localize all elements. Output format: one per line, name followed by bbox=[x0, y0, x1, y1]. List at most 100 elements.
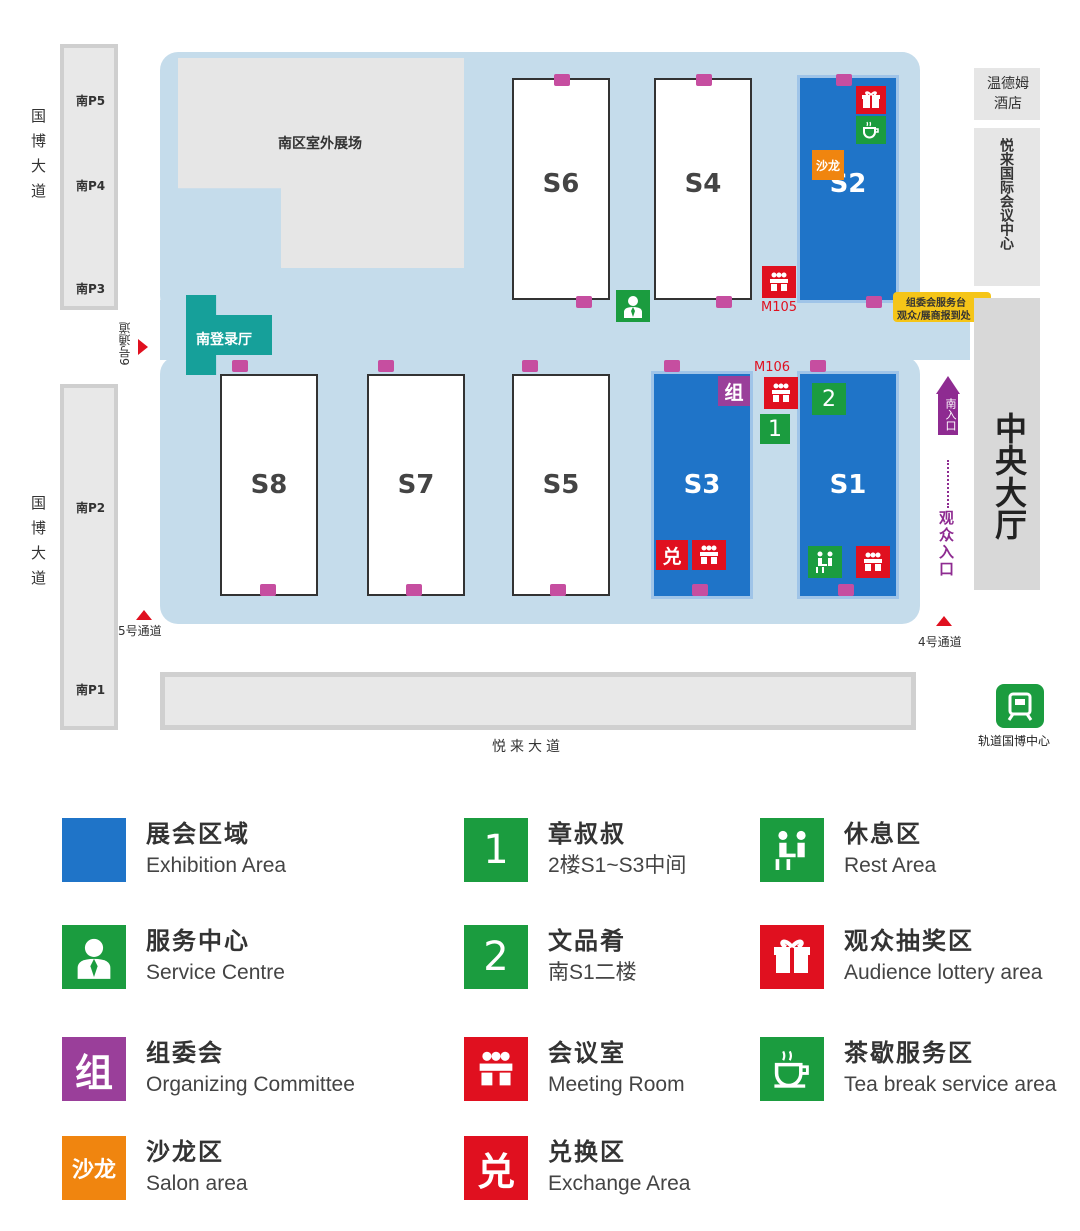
legend-en: 南S1二楼 bbox=[548, 961, 637, 984]
legend-cn: 章叔叔 bbox=[548, 820, 626, 848]
service-desk-line1: 组委会服务台 bbox=[906, 298, 966, 309]
hall-s2[interactable]: S2 bbox=[800, 78, 896, 300]
parking-top bbox=[60, 44, 118, 310]
legend-salon-area: 沙龙 沙龙区 Salon area bbox=[62, 1136, 248, 1200]
restroom-icon bbox=[838, 584, 854, 596]
hall-s8[interactable]: S8 bbox=[220, 374, 318, 596]
legend-cn: 沙龙区 bbox=[146, 1138, 224, 1166]
road-guobo-top: 国博大道 bbox=[29, 108, 47, 208]
central-hall-building bbox=[974, 298, 1040, 590]
legend-number-2: 2 文品肴南S1二楼 bbox=[464, 925, 637, 989]
conference-center-building bbox=[974, 128, 1040, 286]
room-m106-label: M106 bbox=[754, 360, 791, 375]
legend-meeting-room: 会议室 Meeting Room bbox=[464, 1037, 685, 1101]
hall-s6-label: S6 bbox=[542, 169, 580, 199]
number-2-icon: 2 bbox=[464, 925, 528, 989]
number-2-marker[interactable]: 2 bbox=[812, 383, 846, 415]
lottery-gift-icon[interactable] bbox=[856, 86, 886, 114]
legend-tea-break: 茶歇服务区 Tea break service area bbox=[760, 1037, 1056, 1101]
legend-en: Rest Area bbox=[844, 854, 937, 877]
meeting-room-m106-icon[interactable] bbox=[764, 377, 798, 409]
legend-en: Salon area bbox=[146, 1172, 248, 1195]
room-m105-label: M105 bbox=[761, 300, 798, 315]
entrance-path-line bbox=[947, 460, 949, 508]
hall-s6[interactable]: S6 bbox=[512, 78, 610, 300]
restroom-icon bbox=[550, 584, 566, 596]
meeting-room-m105-icon[interactable] bbox=[762, 266, 796, 298]
restroom-icon bbox=[810, 360, 826, 372]
number-1-icon: 1 bbox=[464, 818, 528, 882]
parking-bottom bbox=[60, 384, 118, 730]
legend-en: Exchange Area bbox=[548, 1172, 691, 1195]
restroom-icon bbox=[664, 360, 680, 372]
hall-s4[interactable]: S4 bbox=[654, 78, 752, 300]
number-1-marker[interactable]: 1 bbox=[760, 414, 790, 444]
meeting-room-icon bbox=[464, 1037, 528, 1101]
visitor-entrance-label: 观众入口 bbox=[937, 510, 955, 578]
hall-s4-label: S4 bbox=[684, 169, 722, 199]
legend-cn: 休息区 bbox=[844, 820, 922, 848]
legend-cn: 文品肴 bbox=[548, 927, 626, 955]
hotel-building bbox=[974, 68, 1040, 120]
legend-en: 2楼S1~S3中间 bbox=[548, 854, 687, 877]
south-strip bbox=[160, 672, 916, 730]
parking-p3: 南P3 bbox=[76, 282, 106, 296]
hall-s7[interactable]: S7 bbox=[367, 374, 465, 596]
parking-p5: 南P5 bbox=[76, 94, 106, 108]
venue-map: 国博大道 国博大道 南P5 南P4 南P3 南P2 南P1 南区室外展场 南登录… bbox=[29, 44, 1051, 755]
meeting-room-icon[interactable] bbox=[856, 546, 890, 578]
restroom-icon bbox=[260, 584, 276, 596]
hall-s8-label: S8 bbox=[250, 470, 288, 500]
restroom-icon bbox=[692, 584, 708, 596]
legend-en: Tea break service area bbox=[844, 1073, 1057, 1096]
legend-cn: 展会区域 bbox=[146, 820, 250, 848]
hall-s5[interactable]: S5 bbox=[512, 374, 610, 596]
tea-break-icon[interactable] bbox=[856, 116, 886, 144]
legend-cn: 茶歇服务区 bbox=[844, 1039, 974, 1067]
legend-service-centre: 服务中心 Service Centre bbox=[62, 925, 285, 989]
gate-4-arrow-icon bbox=[936, 616, 952, 626]
south-entrance-arrow-icon bbox=[936, 376, 960, 394]
hall-s7-label: S7 bbox=[397, 470, 435, 500]
salon-icon: 沙龙 bbox=[62, 1136, 126, 1200]
rest-area-icon[interactable] bbox=[808, 546, 842, 578]
hall-s5-label: S5 bbox=[542, 470, 580, 500]
committee-icon[interactable]: 组 bbox=[718, 376, 750, 406]
exchange-icon[interactable]: 兑 bbox=[656, 540, 688, 570]
service-centre-icon[interactable] bbox=[616, 290, 650, 322]
parking-p1: 南P1 bbox=[76, 683, 106, 697]
hall-s3-label: S3 bbox=[683, 470, 721, 500]
gate-6-label: 6号通道 bbox=[118, 322, 132, 366]
restroom-icon bbox=[836, 74, 852, 86]
metro-label: 轨道国博中心 bbox=[978, 734, 1051, 748]
restroom-icon bbox=[716, 296, 732, 308]
tea-cup-icon bbox=[760, 1037, 824, 1101]
metro-icon[interactable] bbox=[996, 684, 1044, 728]
road-guobo-bottom: 国博大道 bbox=[29, 495, 47, 595]
parking-p2: 南P2 bbox=[76, 501, 106, 515]
registration-hall-label: 南登录厅 bbox=[196, 332, 252, 348]
legend-en: Exhibition Area bbox=[146, 854, 287, 877]
legend-en: Service Centre bbox=[146, 961, 285, 984]
gate-5-arrow-icon bbox=[136, 610, 152, 620]
legend-number-1: 1 章叔叔 2楼S1~S3中间 bbox=[464, 818, 686, 882]
service-desk-line2: 观众/展商报到处 bbox=[897, 311, 971, 322]
legend-en: Audience lottery area bbox=[844, 961, 1043, 984]
gate-5-label: 5号通道 bbox=[118, 624, 162, 638]
exhibition-area-swatch bbox=[62, 818, 126, 882]
salon-icon[interactable]: 沙龙 bbox=[812, 150, 844, 180]
conference-center-label: 悦来国际会议中心 bbox=[998, 138, 1014, 250]
gift-icon bbox=[760, 925, 824, 989]
legend-exhibition-area: 展会区域 Exhibition Area bbox=[62, 818, 286, 882]
legend-cn: 服务中心 bbox=[146, 927, 250, 955]
committee-icon: 组 bbox=[62, 1037, 126, 1101]
legend-cn: 会议室 bbox=[548, 1039, 626, 1067]
meeting-room-icon[interactable] bbox=[692, 540, 726, 570]
parking-p4: 南P4 bbox=[76, 179, 106, 193]
restroom-icon bbox=[522, 360, 538, 372]
legend-cn: 兑换区 bbox=[548, 1138, 626, 1166]
road-yuelai: 悦来大道 bbox=[492, 739, 564, 755]
legend-en: Meeting Room bbox=[548, 1073, 685, 1096]
